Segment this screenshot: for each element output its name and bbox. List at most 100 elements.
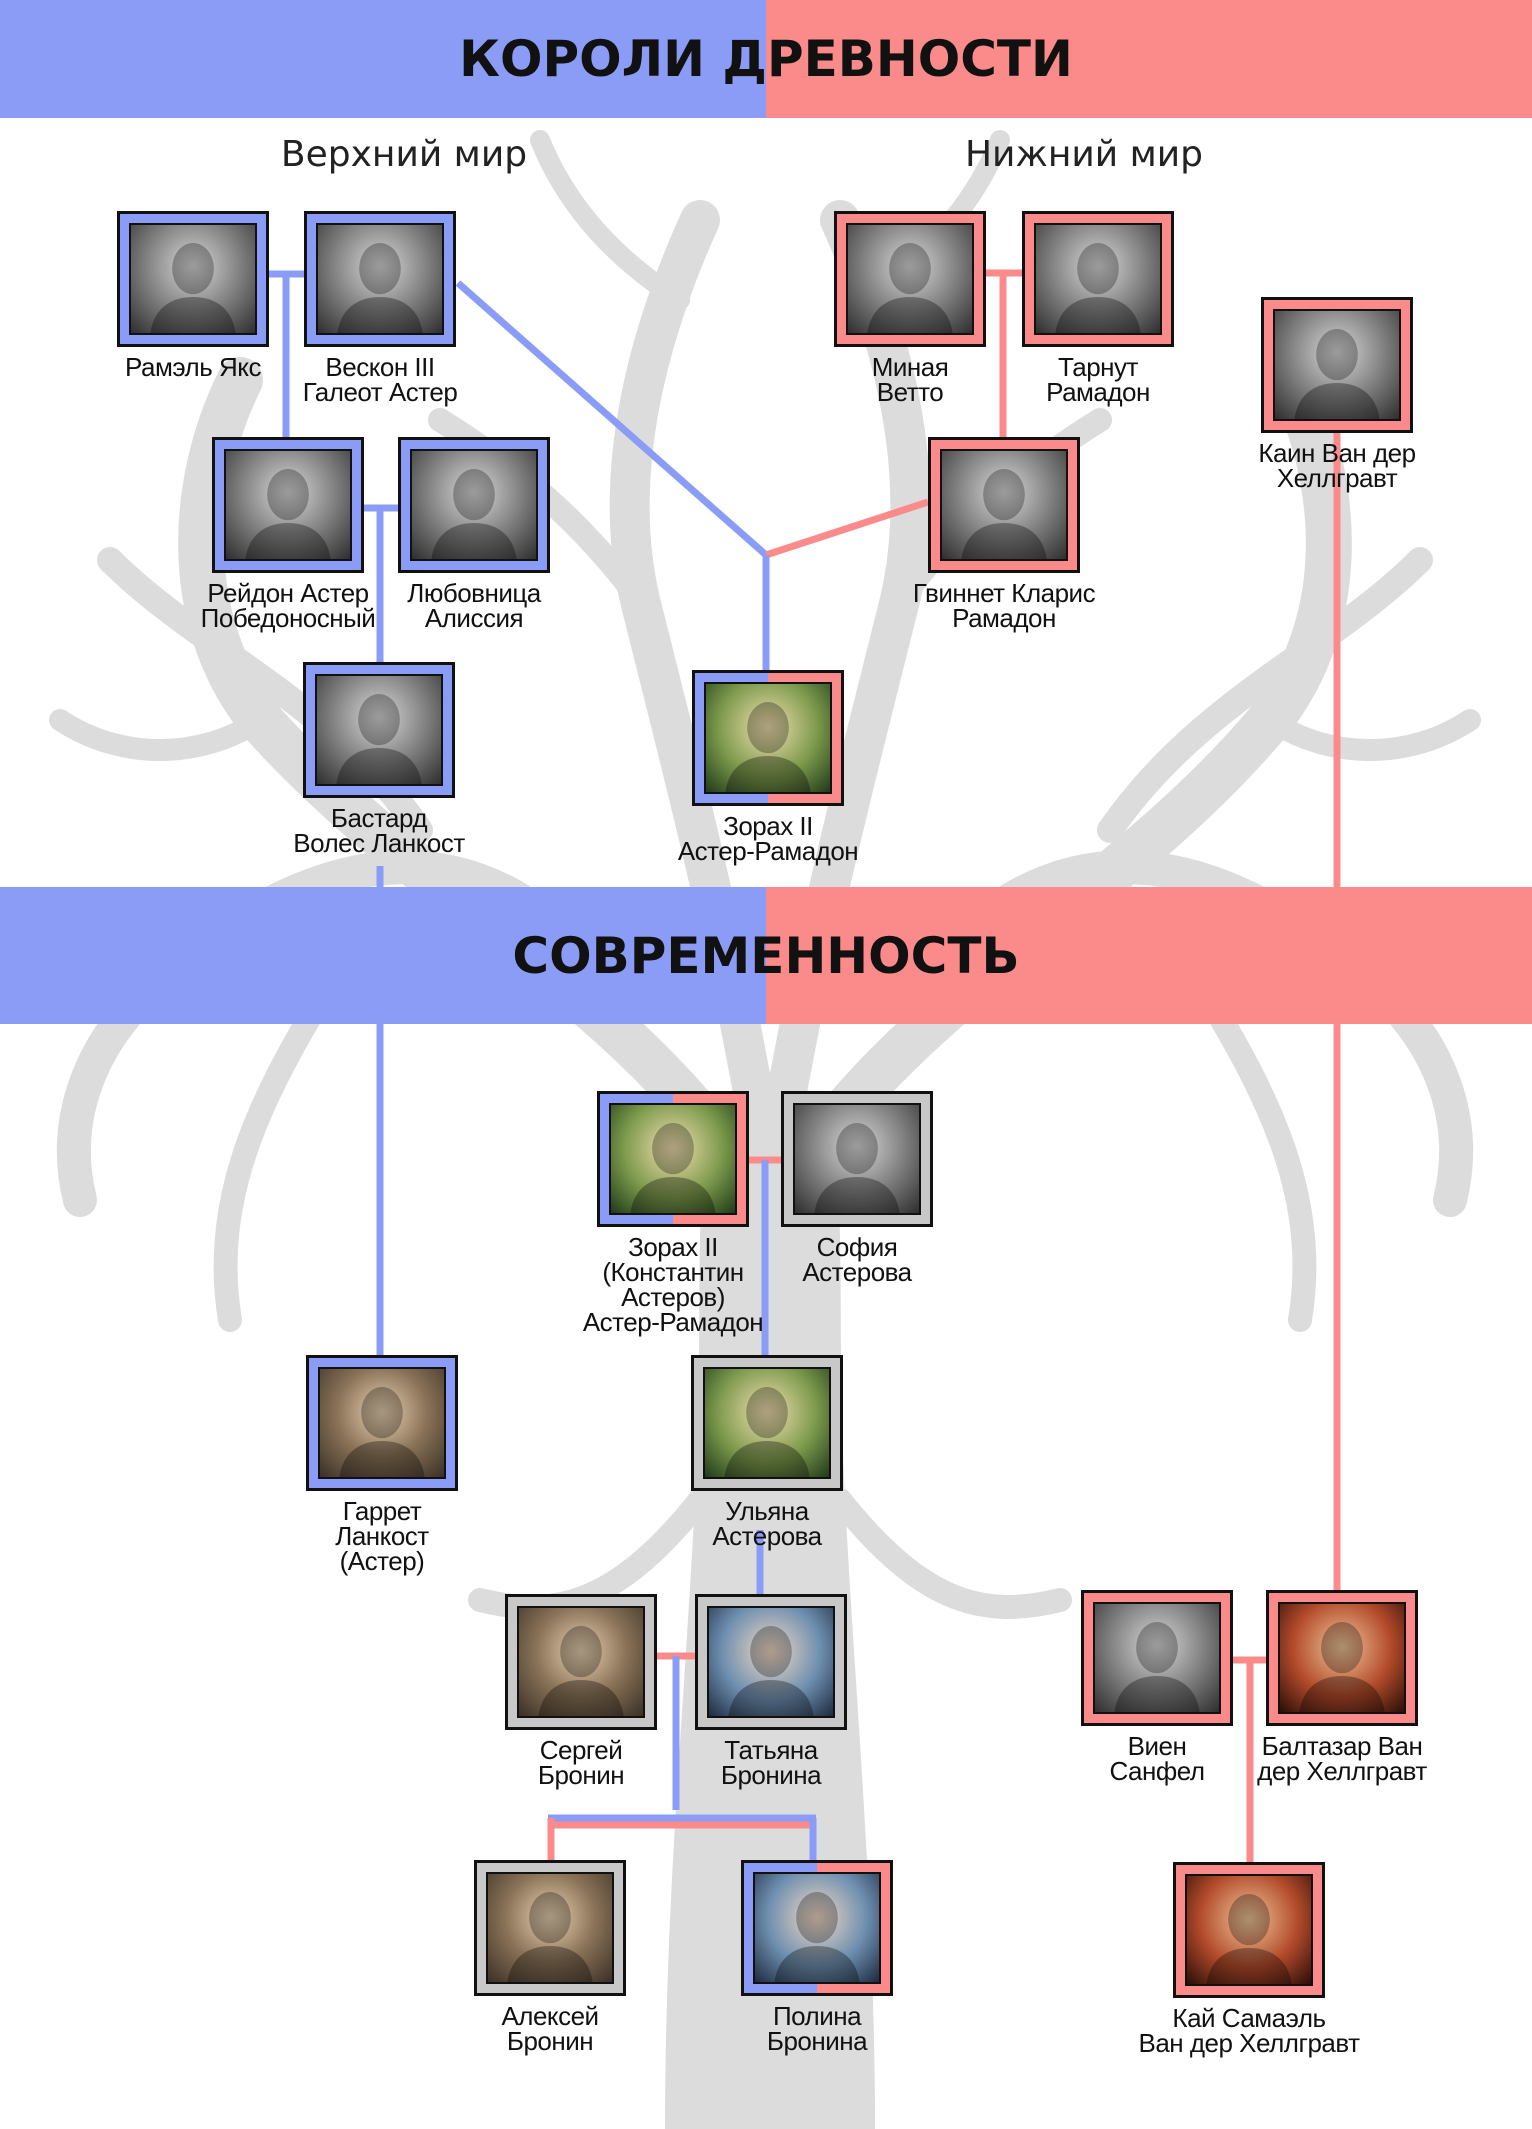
- person-name-line: Санфел: [1109, 1756, 1205, 1786]
- person-name-line: Волес Ланкост: [293, 828, 465, 858]
- portrait-frame-zorah-old: [692, 670, 844, 806]
- person-name-line: Бронин: [506, 2026, 594, 2056]
- portrait-frame-bastard: [303, 662, 455, 798]
- person-name-line: Ланкост: [335, 1521, 429, 1551]
- person-name-line: Сергей: [539, 1735, 623, 1765]
- portrait-photo: [753, 1872, 881, 1984]
- person-name-line: Ульяна: [725, 1496, 809, 1526]
- person-name-line: Зорах II: [723, 811, 813, 841]
- person-name-line: Каин Ван дер: [1258, 438, 1416, 468]
- portrait-frame-alissia: [398, 437, 550, 573]
- person-silhouette-icon: [774, 1892, 860, 1982]
- person-name-line: Бронина: [720, 1760, 822, 1790]
- portrait-frame-aleksey: [474, 1860, 626, 1996]
- person-name-line: Балтазар Ван: [1261, 1731, 1423, 1761]
- line-gvinnet-zorah: [764, 498, 930, 559]
- person-silhouette-icon: [724, 1387, 810, 1477]
- line-veskon-zorah: [455, 280, 769, 558]
- portrait-photo: [318, 1367, 446, 1479]
- portrait-photo: [609, 1103, 737, 1215]
- banner-ancient-kings: КОРОЛИ ДРЕВНОСТИ: [0, 0, 1532, 118]
- person-silhouette-icon: [507, 1892, 593, 1982]
- portrait-frame-baltazar: [1266, 1590, 1418, 1726]
- person-silhouette-icon: [337, 243, 423, 333]
- person-name-line: Ван дер Хеллгравт: [1138, 2028, 1360, 2058]
- person-silhouette-icon: [1055, 243, 1141, 333]
- person-name-line: Гвиннет Кларис: [912, 578, 1096, 608]
- person-name-line: Алексей: [501, 2001, 599, 2031]
- person-name-line: Любовница: [407, 578, 541, 608]
- portrait-frame-kai: [1173, 1862, 1325, 1998]
- portrait-frame-minaya: [834, 211, 986, 347]
- portrait-frame-polina: [741, 1860, 893, 1996]
- portrait-photo: [129, 223, 257, 335]
- person-silhouette-icon: [867, 243, 953, 333]
- person-name-line: Вескон III: [325, 352, 435, 382]
- portrait-photo: [707, 1606, 835, 1718]
- person-silhouette-icon: [1299, 1622, 1385, 1712]
- portrait-frame-vien: [1081, 1590, 1233, 1726]
- person-name-line: Астеров): [621, 1282, 725, 1312]
- person-name-line: Татьяна: [724, 1735, 818, 1765]
- portrait-photo: [517, 1606, 645, 1718]
- portrait-photo: [316, 223, 444, 335]
- portrait-frame-tarnut: [1022, 211, 1174, 347]
- person-silhouette-icon: [961, 469, 1047, 559]
- portrait-frame-sofia: [781, 1091, 933, 1227]
- banner-modern-times-title: СОВРЕМЕННОСТЬ: [512, 926, 1020, 985]
- portrait-photo: [315, 674, 443, 786]
- person-name-line: Рамэль Якс: [125, 352, 261, 382]
- banner-modern-times: СОВРЕМЕННОСТЬ: [0, 887, 1532, 1024]
- person-name-line: Астер-Рамадон: [677, 836, 859, 866]
- person-name-line: Миная: [871, 352, 949, 382]
- person-silhouette-icon: [431, 469, 517, 559]
- person-name-line: София: [816, 1232, 898, 1262]
- portrait-photo: [1093, 1602, 1221, 1714]
- person-name-line: Гаррет: [342, 1496, 422, 1526]
- portrait-photo: [410, 449, 538, 561]
- person-name-line: Ветто: [876, 377, 944, 407]
- portrait-photo: [793, 1103, 921, 1215]
- portrait-photo: [1034, 223, 1162, 335]
- portrait-photo: [846, 223, 974, 335]
- portrait-frame-sergey: [505, 1594, 657, 1730]
- person-name-line: Полина: [772, 2001, 862, 2031]
- person-name-line: Рамадон: [952, 603, 1056, 633]
- person-name-line: дер Хеллгравт: [1257, 1756, 1427, 1786]
- portrait-frame-zorah-new: [597, 1091, 749, 1227]
- person-name-line: Галеот Астер: [302, 377, 458, 407]
- person-silhouette-icon: [1206, 1894, 1292, 1984]
- portrait-frame-ulyana: [691, 1355, 843, 1491]
- portrait-photo: [704, 682, 832, 794]
- person-name-line: Астер-Рамадон: [582, 1307, 764, 1337]
- person-name-line: Астерова: [712, 1521, 822, 1551]
- person-name-line: Рамадон: [1046, 377, 1150, 407]
- person-name-line: (Астер): [339, 1546, 425, 1576]
- person-silhouette-icon: [728, 1626, 814, 1716]
- person-silhouette-icon: [339, 1387, 425, 1477]
- portrait-photo: [1185, 1874, 1313, 1986]
- portrait-photo: [1278, 1602, 1406, 1714]
- person-name-line: Виен: [1127, 1731, 1187, 1761]
- person-silhouette-icon: [538, 1626, 624, 1716]
- person-name-line: Зорах II: [628, 1232, 718, 1262]
- portrait-photo: [703, 1367, 831, 1479]
- portrait-frame-veskon: [304, 211, 456, 347]
- lower-world-heading: Нижний мир: [964, 134, 1204, 175]
